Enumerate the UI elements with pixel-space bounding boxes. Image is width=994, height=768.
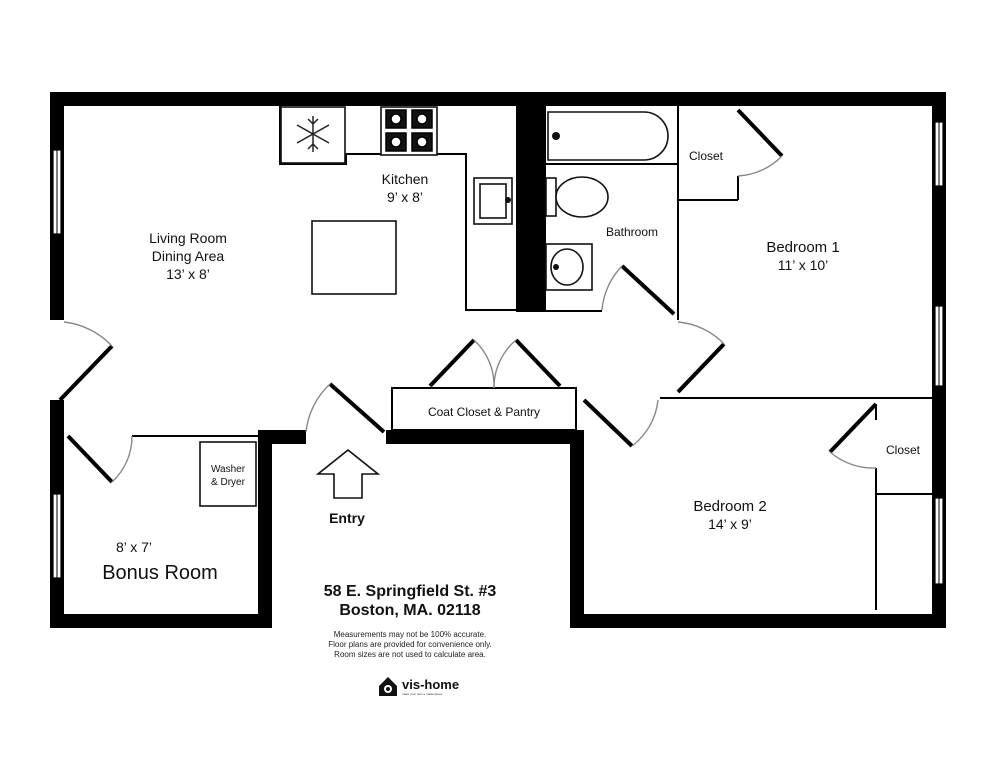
- kitchen-island: [311, 220, 397, 295]
- snowflake-icon: [296, 116, 330, 152]
- address-city: Boston, MA. 02118: [339, 602, 481, 619]
- address-street: 58 E. Springfield St. #3: [323, 583, 497, 600]
- bedroom1-name: Bedroom 1: [766, 239, 839, 256]
- exterior-walls: [50, 92, 946, 628]
- bedroom1-size: 11’ x 10’: [778, 257, 829, 273]
- brand-name: vis-home: [402, 677, 460, 692]
- dryer-label: & Dryer: [211, 477, 246, 488]
- toilet-tank: [545, 177, 557, 217]
- house-camera-logo-icon: [379, 677, 397, 696]
- closet1-name: Closet: [689, 149, 724, 163]
- room-labels: Living Room Dining Area 13’ x 8’ Kitchen…: [102, 149, 920, 584]
- toilet-bowl: [555, 176, 609, 218]
- washer-dryer-unit: [199, 441, 257, 507]
- living-room-name: Living Room: [149, 230, 227, 246]
- kitchen-name: Kitchen: [382, 171, 429, 187]
- disclaimer-line-3: Room sizes are not used to calculate are…: [334, 650, 486, 659]
- disclaimer-line-1: Measurements may not be 100% accurate.: [333, 630, 487, 639]
- bedroom2-name: Bedroom 2: [693, 498, 766, 515]
- disclaimer: Measurements may not be 100% accurate. F…: [290, 630, 530, 660]
- entry-arrow-icon: [315, 448, 381, 499]
- bathroom-name: Bathroom: [606, 225, 658, 239]
- fixtures: [199, 106, 669, 507]
- doors: [58, 108, 878, 484]
- interior-walls: [132, 106, 932, 610]
- kitchen-size: 9’ x 8’: [387, 189, 423, 205]
- brand-tagline: make your next a masterpiece: [402, 692, 443, 696]
- closet2-name: Closet: [886, 443, 921, 457]
- disclaimer-line-2: Floor plans are provided for convenience…: [328, 640, 492, 649]
- windows: [52, 121, 944, 585]
- bonus-room-name: Bonus Room: [102, 562, 218, 584]
- bonus-room-size: 8’ x 7’: [116, 539, 152, 555]
- dining-area-name: Dining Area: [152, 248, 225, 264]
- entry-label: Entry: [329, 510, 365, 526]
- property-address: 58 E. Springfield St. #3 Boston, MA. 021…: [300, 582, 520, 620]
- bathtub: [547, 111, 669, 161]
- stove-burner-icon: [385, 109, 433, 152]
- living-room-size: 13’ x 8’: [166, 266, 210, 282]
- washer-label: Washer: [211, 464, 246, 475]
- bedroom2-size: 14’ x 9’: [708, 516, 752, 532]
- coat-closet-name: Coat Closet & Pantry: [428, 405, 540, 419]
